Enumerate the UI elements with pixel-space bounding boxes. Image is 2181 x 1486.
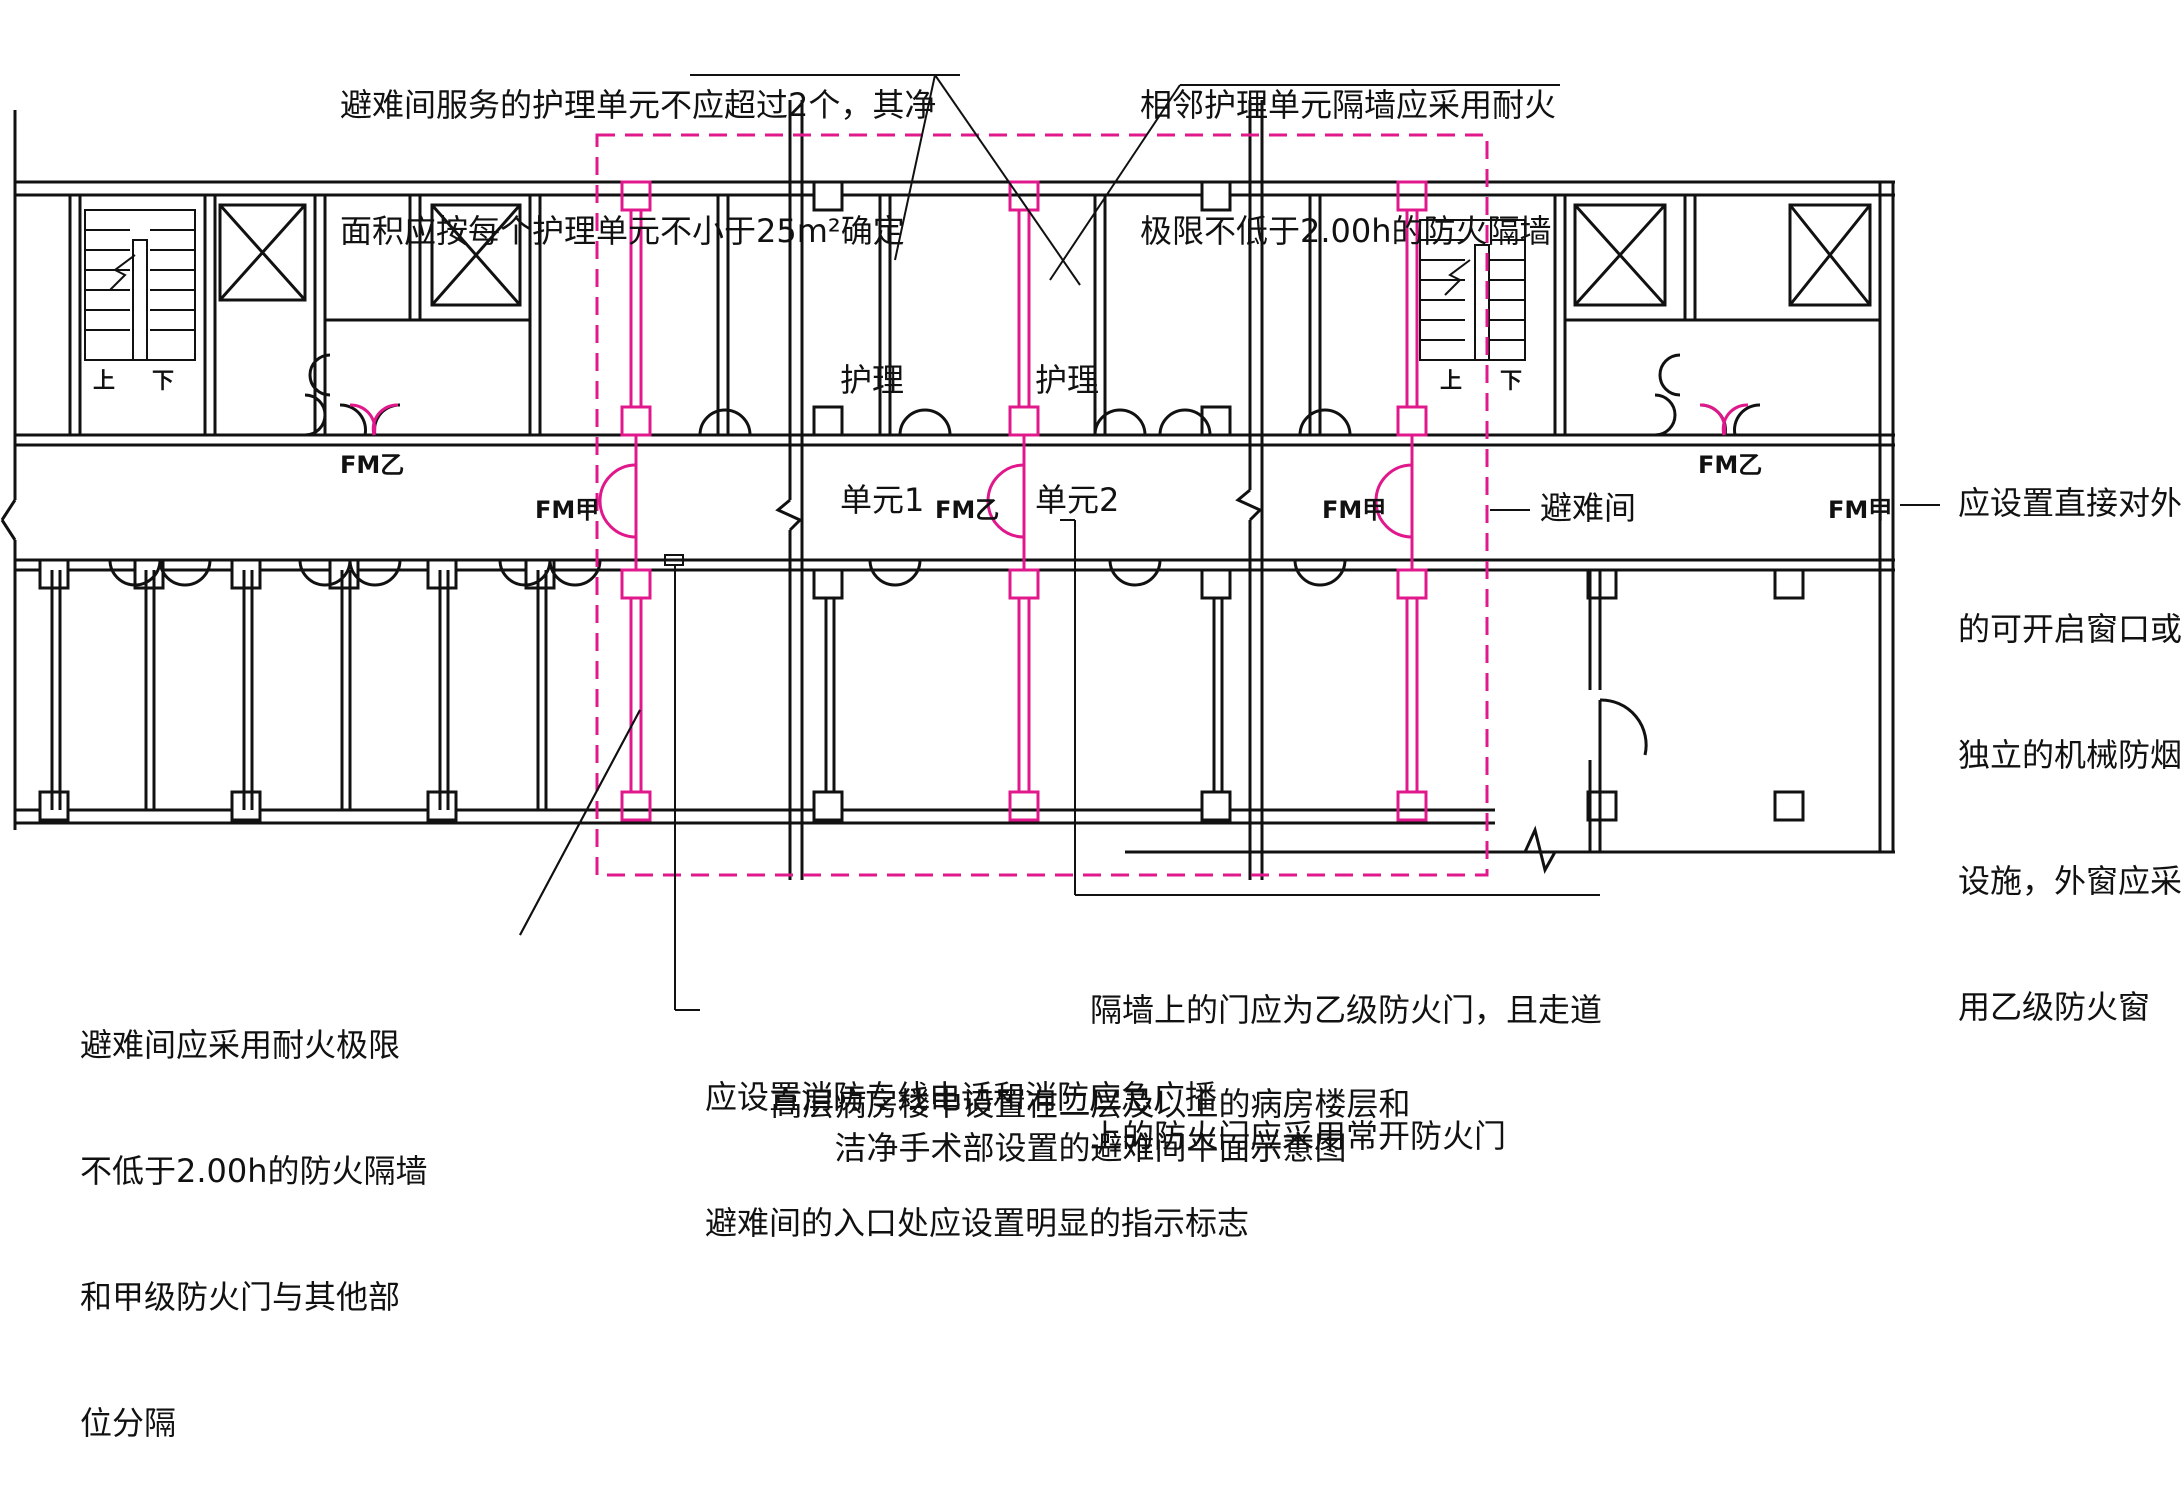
refuge-area-highlights: [349, 133, 1749, 877]
stair-down-right: 下: [1500, 369, 1523, 394]
nursing-unit-2-label: 护理 单元2: [1035, 280, 1119, 560]
note-right-line-1: 应设置直接对外: [1958, 484, 2181, 522]
room-partitions: [50, 195, 1880, 852]
note-bottom-left-line-4: 位分隔: [80, 1404, 177, 1442]
stair-up-left: 上: [93, 369, 116, 394]
door-tag-fm-jia-2: FM甲: [1322, 496, 1387, 524]
stair-up-right: 上: [1440, 369, 1463, 394]
door-tag-fm-yi-left: FM乙: [340, 451, 405, 479]
note-bottom-right-line-1: 隔墙上的门应为乙级防火门，且走道: [1090, 991, 1603, 1029]
nursing-unit-1-line-1: 护理: [840, 361, 905, 399]
note-top-left-line-1: 避难间服务的护理单元不应超过2个，其净: [340, 86, 937, 124]
figure-caption-line-1: 高层病房楼中设置在二层及以上的病房楼层和: [770, 1085, 1411, 1123]
nursing-unit-2-line-2: 单元2: [1035, 481, 1120, 519]
floor-plan: [0, 74, 1940, 1011]
note-bottom-right: 隔墙上的门应为乙级防火门，且走道 上的防火门应采用常开防火门: [1090, 905, 1602, 1199]
note-bottom-middle-line-1: 应设置消防专线电话和消防应急广播: [705, 1078, 1218, 1116]
note-top-right-line-1: 相邻护理单元隔墙应采用耐火: [1140, 86, 1557, 124]
elevators: [218, 203, 1872, 307]
note-right-line-4: 设施，外窗应采: [1958, 862, 2181, 900]
note-right-line-5: 用乙级防火窗: [1958, 988, 2151, 1026]
note-bottom-right-line-2: 上的防火门应采用常开防火门: [1090, 1117, 1507, 1155]
stairs: [84, 209, 1526, 361]
note-top-left-line-2: 面积应按每个护理单元不小于25m²确定: [340, 212, 905, 250]
building-walls: [0, 110, 1895, 854]
note-refuge-label: 避难间: [1540, 489, 1637, 527]
nursing-unit-2-line-1: 护理: [1035, 361, 1100, 399]
stair-down-left: 下: [152, 369, 175, 394]
note-bottom-left-line-3: 和甲级防火门与其他部: [80, 1278, 401, 1316]
note-top-left: 避难间服务的护理单元不应超过2个，其净 面积应按每个护理单元不小于25m²确定: [340, 0, 936, 294]
door-tag-fm-jia-1: FM甲: [535, 496, 600, 524]
door-tag-fm-yi-middle: FM乙: [935, 496, 1000, 524]
doors: [108, 353, 1893, 760]
nursing-unit-1-line-2: 单元1: [840, 481, 925, 519]
note-right-line-3: 独立的机械防烟: [1958, 736, 2181, 774]
note-bottom-left: 避难间应采用耐火极限 不低于2.00h的防火隔墙 和甲级防火门与其他部 位分隔: [80, 940, 428, 1486]
leader-lines: [519, 74, 1940, 1011]
note-right-line-2: 的可开启窗口或: [1958, 610, 2181, 648]
figure-caption: 高层病房楼中设置在二层及以上的病房楼层和 洁净手术部设置的避难间平面示意图: [0, 1082, 2181, 1170]
door-tag-fm-jia-3: FM甲: [1828, 496, 1893, 524]
note-bottom-middle-line-2: 避难间的入口处应设置明显的指示标志: [705, 1204, 1250, 1242]
figure-caption-line-2: 洁净手术部设置的避难间平面示意图: [834, 1129, 1347, 1167]
door-tag-fm-yi-right: FM乙: [1698, 451, 1763, 479]
note-top-right: 相邻护理单元隔墙应采用耐火 极限不低于2.00h的防火隔墙: [1140, 0, 1556, 294]
nursing-unit-1-label: 护理 单元1: [840, 280, 924, 560]
note-right: 应设置直接对外 的可开启窗口或 独立的机械防烟 设施，外窗应采 用乙级防火窗: [1958, 398, 2181, 1070]
break-lines: [775, 100, 1585, 880]
note-top-right-line-2: 极限不低于2.00h的防火隔墙: [1140, 212, 1552, 250]
note-bottom-left-line-1: 避难间应采用耐火极限: [80, 1026, 401, 1064]
